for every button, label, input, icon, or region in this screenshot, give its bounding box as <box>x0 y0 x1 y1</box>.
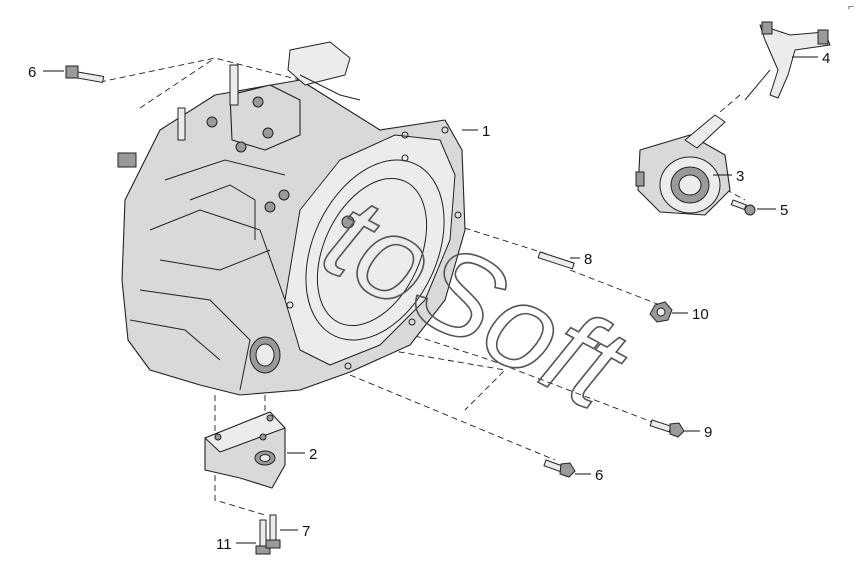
watermark: toSoft <box>303 168 648 437</box>
svg-text:7: 7 <box>302 523 310 540</box>
svg-text:9: 9 <box>704 424 712 441</box>
callout-11: 11 <box>216 536 256 553</box>
callout-1: 1 <box>462 123 490 140</box>
svg-text:8: 8 <box>584 251 592 268</box>
callout-8: 9 <box>684 424 712 441</box>
callout-6-top-left: 6 <box>28 64 64 81</box>
watermark-text: toSoft <box>304 169 648 437</box>
callout-9: 8 <box>570 251 592 268</box>
svg-text:1: 1 <box>482 123 490 140</box>
fasteners <box>65 65 756 555</box>
svg-text:3: 3 <box>736 168 744 185</box>
callout-6-bottom: 7 <box>280 523 310 540</box>
callout-4: 4 <box>792 50 830 67</box>
mount-bracket <box>204 411 286 489</box>
callout-2: 2 <box>287 446 317 463</box>
svg-text:6: 6 <box>28 64 36 81</box>
callout-10: 10 <box>672 306 709 323</box>
svg-text:4: 4 <box>822 50 830 67</box>
callout-3: 3 <box>713 168 744 185</box>
callout-7: 6 <box>575 467 603 484</box>
clutch-slave-cylinder <box>635 114 731 216</box>
callouts: 6 1 4 3 5 8 10 9 <box>28 50 830 553</box>
svg-text:10: 10 <box>692 306 709 323</box>
svg-text:5: 5 <box>780 202 788 219</box>
corner-mark: ⌐ <box>848 2 854 13</box>
svg-text:6: 6 <box>595 467 603 484</box>
svg-text:2: 2 <box>309 446 317 463</box>
svg-text:11: 11 <box>216 536 232 553</box>
hydraulic-line <box>744 21 831 101</box>
callout-5: 5 <box>757 202 788 219</box>
transmission-housing <box>117 41 466 396</box>
